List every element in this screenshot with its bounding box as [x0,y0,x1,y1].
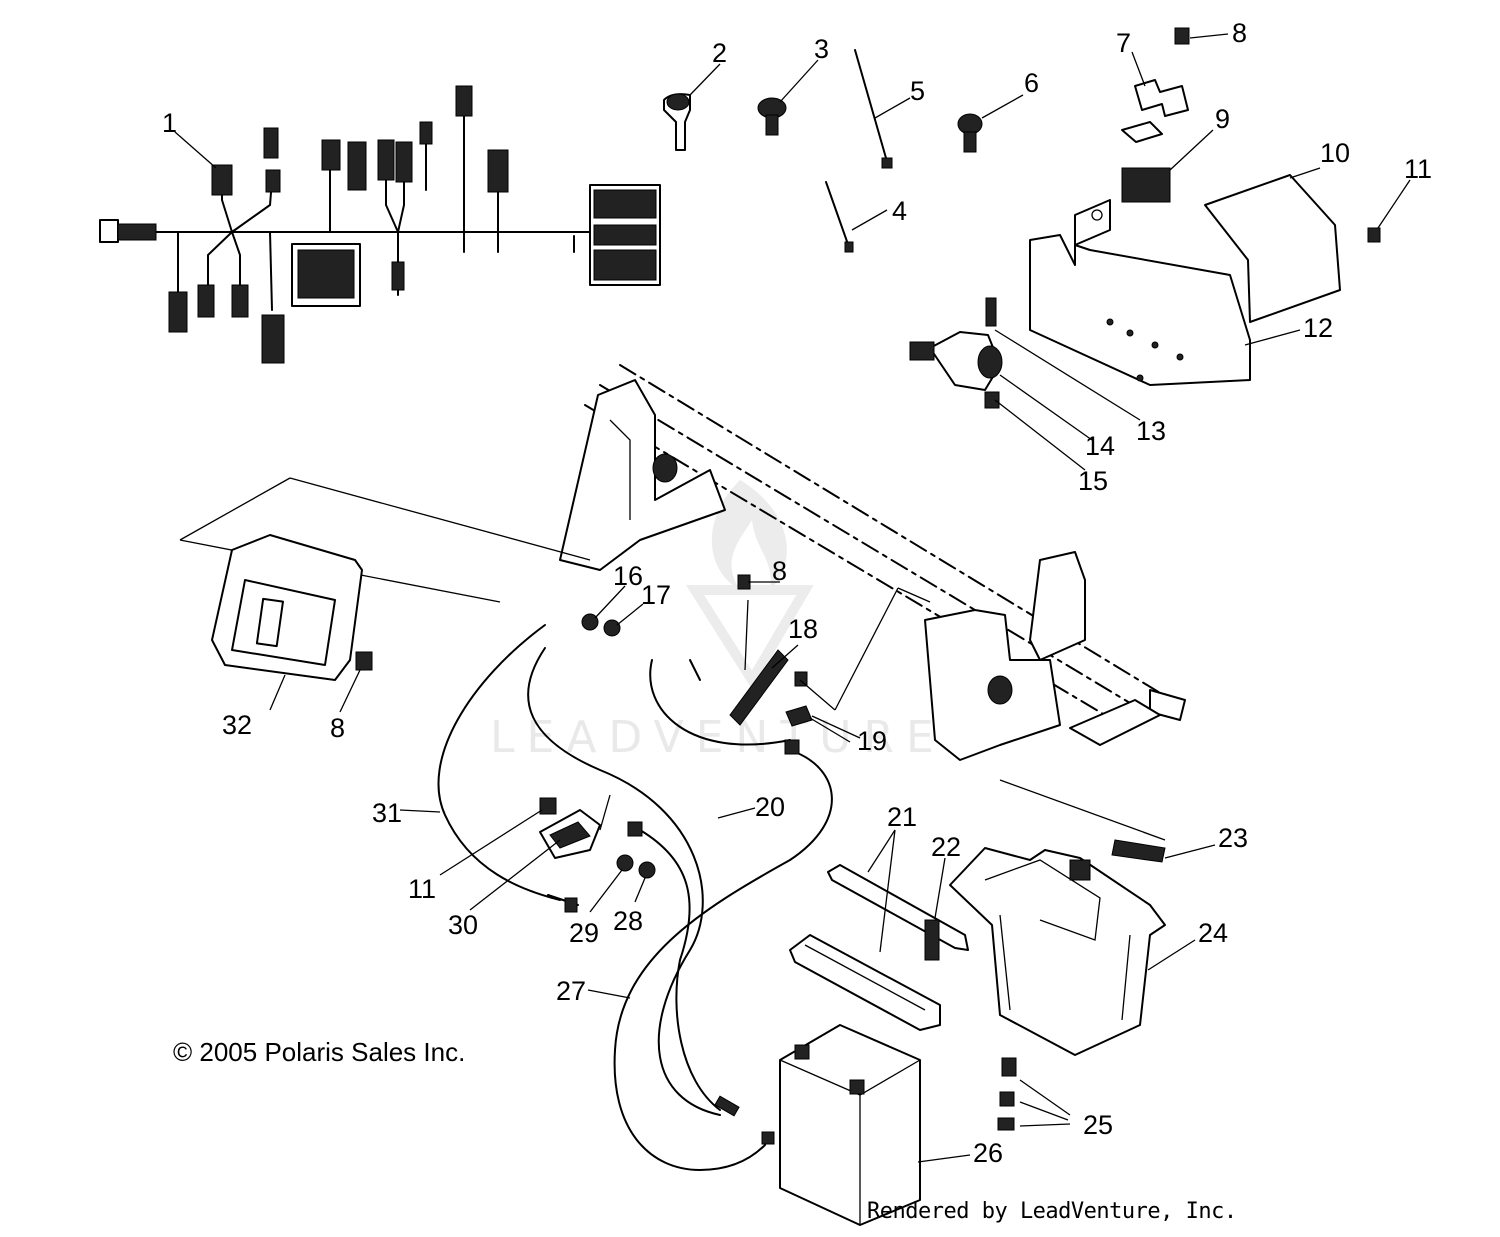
electrical-bracket [1029,174,1341,386]
callout-26: 26 [973,1138,1003,1168]
callout-29: 29 [569,918,599,948]
callout-8-mid: 8 [772,556,787,586]
relay [1121,167,1171,203]
callout-2: 2 [712,38,727,68]
switch-assembly [539,794,656,913]
callout-28: 28 [613,906,643,936]
bolt-8-left [355,651,373,671]
callout-13: 13 [1136,416,1166,446]
ignition-switch [663,93,691,151]
callout-14: 14 [1085,431,1115,461]
callout-24: 24 [1198,918,1228,948]
callout-8-top: 8 [1232,18,1247,48]
starter-solenoid [909,297,1003,409]
callout-4: 4 [892,196,907,226]
screw-11-top [1367,227,1381,243]
bolt-8-top [1174,27,1190,45]
battery [779,1024,921,1226]
wiring-harness [99,85,661,364]
callout-18: 18 [788,614,818,644]
relay-bracket [1121,79,1189,143]
battery-box [949,847,1166,1056]
callout-10: 10 [1320,138,1350,168]
bolt-22 [924,919,940,961]
callout-30: 30 [448,910,478,940]
rendered-by-credit: Rendered by LeadVenture, Inc. [867,1199,1237,1224]
callout-19: 19 [857,726,887,756]
callouts: 1 2 3 4 5 6 7 8 9 10 11 12 13 14 15 16 1… [162,18,1432,1168]
callout-8-left: 8 [330,713,345,743]
callout-31: 31 [372,798,402,828]
callout-11-bottom: 11 [408,874,436,904]
callout-1: 1 [162,108,177,138]
battery-holddown [789,864,969,1031]
callout-15: 15 [1078,466,1108,496]
cable-ties [825,49,893,253]
callout-20: 20 [755,792,785,822]
callout-17: 17 [641,580,671,610]
callout-7: 7 [1116,28,1131,58]
callout-21: 21 [887,802,917,832]
callout-25: 25 [1083,1110,1113,1140]
callout-32: 32 [222,710,252,740]
callout-5: 5 [910,76,925,106]
fuse-block [729,574,931,743]
cdi-box [179,477,591,681]
copyright-notice: © 2005 Polaris Sales Inc. [173,1037,466,1067]
nuts-16-17 [581,613,621,637]
callout-11-top: 11 [1404,154,1432,184]
cables [437,624,833,1171]
callout-9: 9 [1215,104,1230,134]
hardware-25 [997,1057,1071,1131]
frame [559,364,1186,761]
callout-22: 22 [931,832,961,862]
callout-3: 3 [814,34,829,64]
switch-6 [957,113,983,153]
leader-lines [174,33,1411,1163]
watermark: LEADVENTURE [490,480,934,763]
callout-6: 6 [1024,68,1039,98]
callout-16: 16 [613,561,643,591]
battery-pad [999,779,1166,863]
callout-27: 27 [556,976,586,1006]
switch-3 [757,97,787,136]
callout-12: 12 [1303,313,1333,343]
callout-23: 23 [1218,823,1248,853]
